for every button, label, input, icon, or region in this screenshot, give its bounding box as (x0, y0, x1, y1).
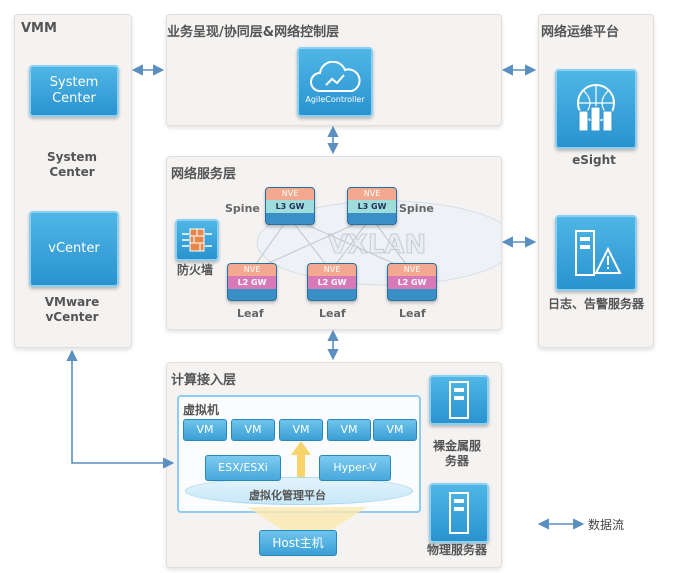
system-center-caption: System Center (47, 150, 97, 179)
l2-gw-tag: L2 GW (388, 276, 436, 289)
host-glow (247, 507, 367, 533)
server-icon (449, 381, 469, 419)
system-center-tile[interactable]: System Center (29, 65, 119, 117)
server-icon (449, 492, 469, 534)
spine-switch-2[interactable]: NVE L3 GW (347, 187, 397, 225)
nve-tag: NVE (228, 264, 276, 276)
leaf-label-1: Leaf (237, 307, 264, 320)
nve-tag: NVE (348, 188, 396, 200)
firewall-icon (182, 228, 212, 252)
vcenter-caption: VMware vCenter (44, 295, 100, 324)
nve-tag: NVE (388, 264, 436, 276)
vm-group-box: 虚拟机 VM VM VM VM VM ESX/ESXi Hyper-V 虚拟化管… (177, 395, 421, 513)
firewall-tile[interactable] (175, 219, 219, 261)
virtualization-base (185, 477, 413, 505)
arrow-vmm-compute (66, 349, 175, 469)
vm-box-4[interactable]: VM (327, 419, 371, 441)
cloud-icon (310, 60, 361, 92)
control-layer-title: 业务呈现/协同层&网络控制层 (167, 25, 340, 40)
l2-gw-tag: L2 GW (308, 276, 356, 289)
l2-gw-tag: L2 GW (228, 276, 276, 289)
vm-box-5[interactable]: VM (373, 419, 417, 441)
ops-platform-panel: 网络运维平台 eSight 日志、告警服务器 (538, 14, 654, 348)
log-server-tile[interactable] (555, 215, 637, 291)
vm-box-3[interactable]: VM (279, 419, 323, 441)
hyperv-box[interactable]: Hyper-V (319, 455, 391, 481)
nve-tag: NVE (308, 264, 356, 276)
physical-server-tile[interactable] (429, 483, 489, 543)
spine-label-left: Spine (225, 202, 260, 215)
baremetal-server-tile[interactable] (429, 375, 489, 425)
agile-controller-label: AgileController (305, 94, 365, 104)
up-arrow-icon (291, 441, 311, 485)
log-alarm-server-icon (575, 230, 622, 276)
log-server-caption: 日志、告警服务器 (547, 297, 644, 311)
esight-caption: eSight (572, 153, 616, 167)
service-layer-panel: 网络服务层 VXLAN 防火墙 Spine Spine NVE L3 GW NV… (166, 156, 502, 330)
leaf-switch-3[interactable]: NVE L2 GW (387, 263, 437, 301)
leaf-label-2: Leaf (319, 307, 346, 320)
vmm-title: VMM (21, 21, 57, 36)
esx-box[interactable]: ESX/ESXi (205, 455, 281, 481)
spine-label-right: Spine (399, 202, 434, 215)
vm-box-1[interactable]: VM (183, 419, 227, 441)
leaf-switch-2[interactable]: NVE L2 GW (307, 263, 357, 301)
esight-tile[interactable] (555, 69, 637, 149)
nve-tag: NVE (266, 188, 314, 200)
service-layer-title: 网络服务层 (171, 167, 237, 182)
leaf-label-3: Leaf (399, 307, 426, 320)
physical-server-caption: 物理服务器 (426, 543, 487, 557)
host-box[interactable]: Host主机 (259, 530, 337, 556)
host-label: Host主机 (272, 536, 324, 550)
leaf-switch-1[interactable]: NVE L2 GW (227, 263, 277, 301)
system-center-tile-label: System Center (49, 75, 99, 106)
baremetal-server-caption: 裸金属服务器 (432, 439, 481, 468)
legend-data-flow: 数据流 (588, 518, 625, 532)
server-cluster-icon (577, 84, 615, 132)
vm-box-2[interactable]: VM (231, 419, 275, 441)
control-layer-panel: 业务呈现/协同层&网络控制层 AgileController (166, 14, 502, 126)
compute-layer-title: 计算接入层 (171, 373, 237, 388)
l3-gw-tag: L3 GW (348, 200, 396, 213)
vcenter-tile-label: vCenter (48, 241, 100, 256)
compute-layer-panel: 计算接入层 虚拟机 VM VM VM VM VM ESX/ESXi Hyper-… (166, 362, 502, 568)
virtualization-platform-label: 虚拟化管理平台 (249, 489, 326, 502)
vmm-panel: VMM System Center System Center vCenter … (14, 14, 132, 348)
spine-switch-1[interactable]: NVE L3 GW (265, 187, 315, 225)
l3-gw-tag: L3 GW (266, 200, 314, 213)
ops-platform-title: 网络运维平台 (541, 25, 620, 40)
vm-group-title: 虚拟机 (183, 403, 220, 417)
vcenter-tile[interactable]: vCenter (29, 211, 119, 287)
agile-controller-tile[interactable]: AgileController (297, 47, 373, 117)
firewall-caption: 防火墙 (176, 263, 213, 277)
